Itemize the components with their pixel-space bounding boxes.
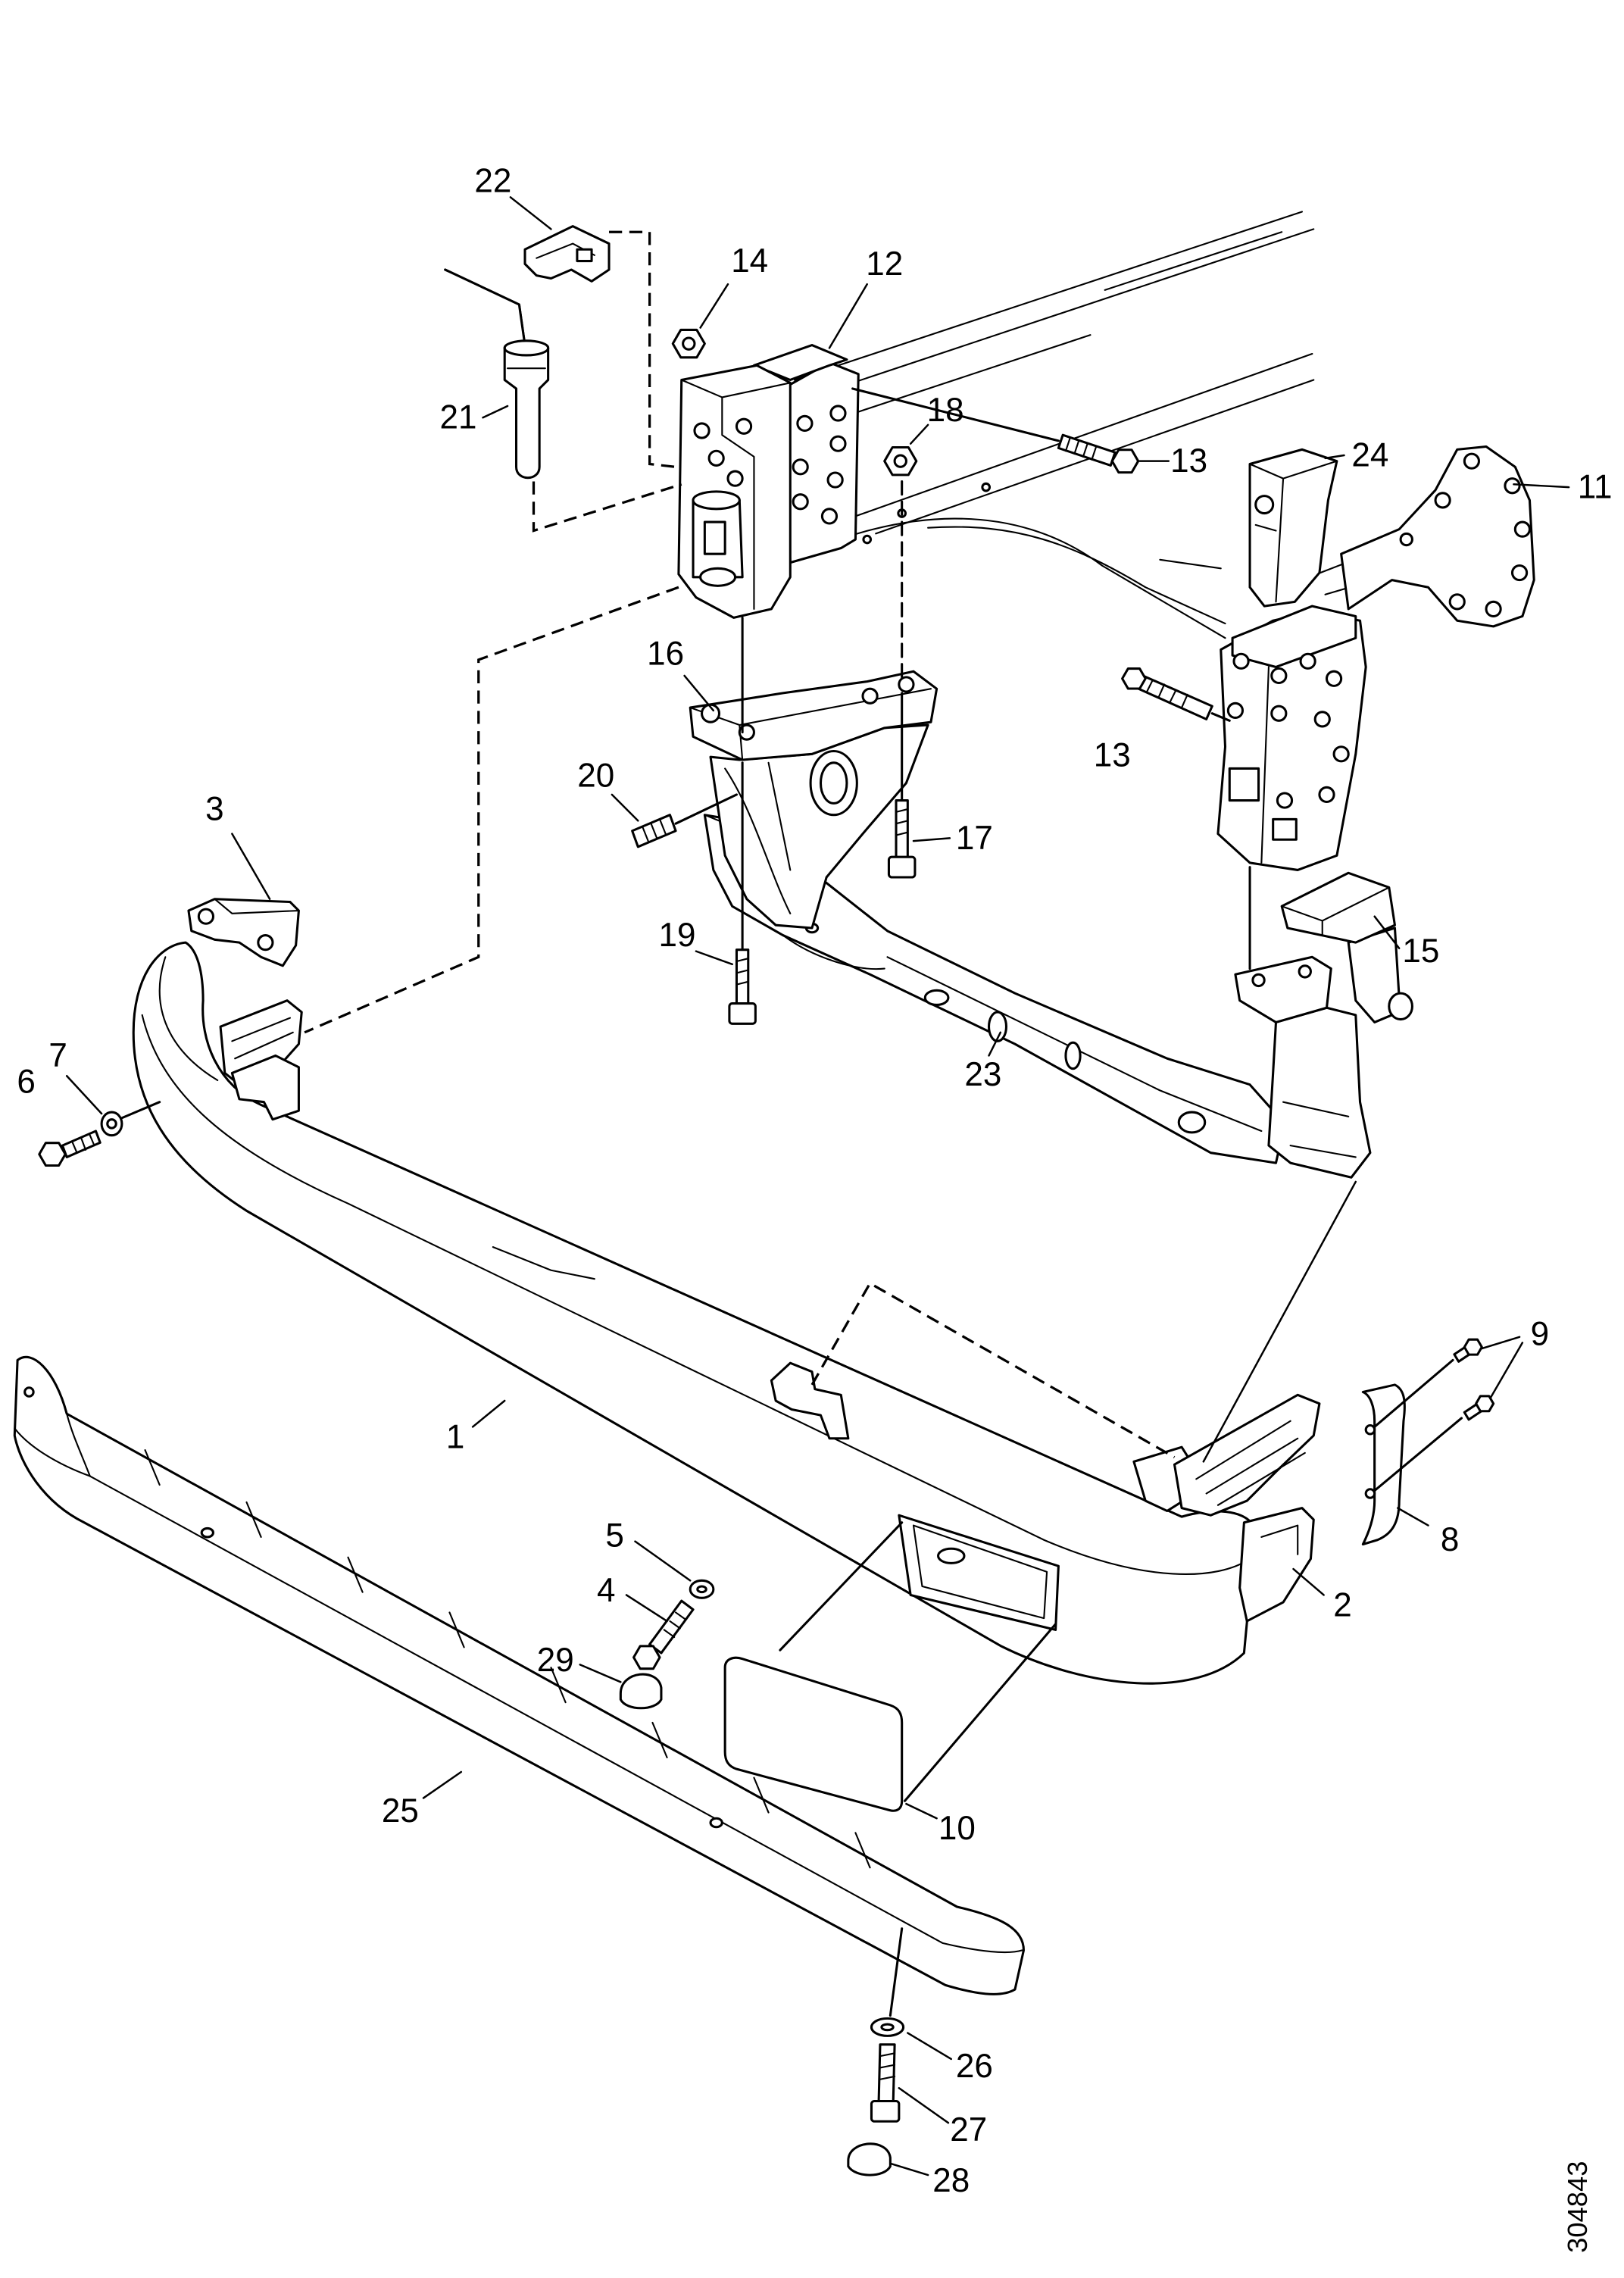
right-upper-bracket [1248,448,1338,608]
cap-28 [847,2142,892,2176]
screws-9 [1373,1338,1495,1492]
bolt-13-upper [851,387,1140,474]
callout-9: 9 [1531,1315,1549,1352]
callout-18: 18 [927,392,964,429]
callout-13-upper: 13 [1170,442,1207,480]
callout-8: 8 [1441,1521,1459,1558]
pin-with-rod [444,268,550,480]
callout-11: 11 [1578,469,1613,506]
nut-18 [883,445,918,477]
callout-4: 4 [597,1572,615,1609]
callout-29: 29 [537,1642,574,1679]
license-plate [723,1521,1057,1812]
washer-7 [100,1101,161,1137]
end-cap [1361,1383,1406,1546]
callout-19: 19 [659,917,696,954]
bolt-13-lower [1121,667,1231,722]
lower-bumper [13,1355,1025,2017]
assembly-lines [304,230,1357,1463]
callout-27: 27 [950,2111,987,2148]
callout-7: 7 [48,1037,67,1074]
callout-14: 14 [731,242,768,280]
callout-23: 23 [964,1056,1001,1093]
callout-5: 5 [605,1517,623,1554]
callout-1: 1 [446,1418,464,1455]
right-lower-bracket [1234,866,1413,1179]
clip-part [523,225,611,283]
callout-20: 20 [577,758,614,795]
left-bracket-3 [187,898,300,967]
callout-17: 17 [956,820,993,857]
callout-10: 10 [938,1810,976,1847]
callout-22: 22 [474,163,511,200]
callout-16: 16 [647,636,684,673]
right-mount-block [1216,605,1367,871]
callout-2: 2 [1333,1586,1351,1623]
leader-lines [65,196,1570,2176]
bolt-4 [632,1599,695,1670]
callout-15: 15 [1402,933,1439,970]
callout-13-lower: 13 [1094,737,1131,774]
stud-20 [631,793,738,848]
callout-6: 6 [17,1063,35,1100]
front-left-mount-bracket [677,344,860,619]
bolt-27 [870,2043,901,2123]
center-bracket [689,670,938,930]
drawing-number: 304843 [1562,2161,1593,2253]
cap-29 [619,1673,663,1710]
callout-28: 28 [932,2162,970,2199]
bolt-19 [728,616,757,1025]
callout-24: 24 [1351,437,1388,474]
nut-14 [671,328,706,359]
bolt-6 [38,1130,102,1167]
bolt-17 [887,480,917,879]
callouts: 22 14 12 21 18 13 24 11 16 13 20 3 17 19… [17,163,1612,2199]
callout-21: 21 [439,399,476,436]
washer-26 [870,2017,905,2037]
callout-25: 25 [382,1792,419,1830]
callout-3: 3 [205,791,223,828]
right-side-mount-plate [1340,445,1535,628]
right-end-bracket [1173,1393,1321,1623]
callout-26: 26 [956,2048,993,2085]
callout-12: 12 [866,245,903,283]
washer-5 [689,1579,715,1599]
